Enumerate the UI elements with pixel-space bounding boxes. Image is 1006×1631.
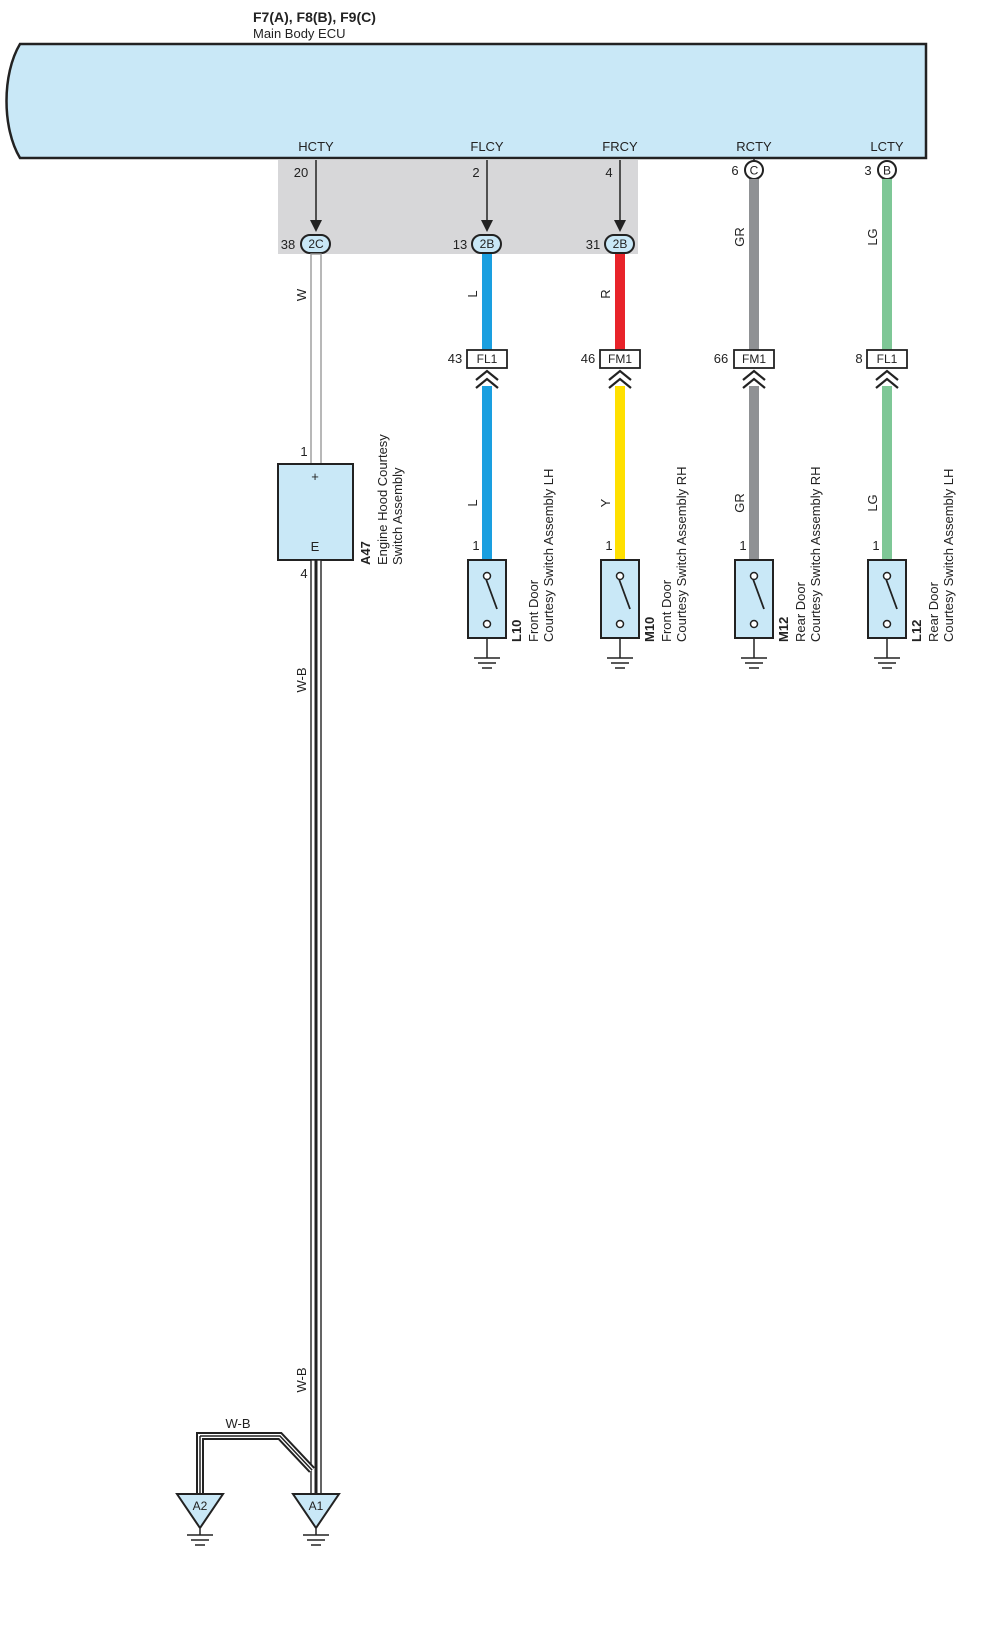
pin-rcty-ecu: 6 — [731, 163, 738, 178]
a47-name-line2: Switch Assembly — [390, 467, 405, 565]
wire-label-hcty-wb-upper: W-B — [294, 667, 309, 692]
signal-rcty: RCTY — [736, 139, 772, 154]
connector-2b-frcy-label: 2B — [613, 237, 628, 251]
pin-rcty-inline: 66 — [714, 351, 728, 366]
inline-connector-fm1-rcty — [733, 349, 775, 369]
pin-flcy-jb: 13 — [453, 237, 467, 252]
m10-code: M10 — [642, 617, 657, 642]
inline-connector-fm1-frcy-label: FM1 — [608, 352, 632, 366]
switch-m10 — [600, 559, 640, 639]
l12-name-line1: Rear Door — [926, 581, 941, 642]
pin-flcy-ecu: 2 — [472, 165, 479, 180]
junction-block-area — [278, 160, 638, 254]
connector-2b-frcy — [604, 234, 635, 254]
wire-label-hcty-w: W — [294, 288, 309, 301]
switch-m12 — [734, 559, 774, 639]
connector-2c — [300, 234, 331, 254]
pin-hcty-jb: 38 — [281, 237, 295, 252]
a47-name-line1: Engine Hood Courtesy — [375, 434, 390, 565]
wire-label-lcty-upper: LG — [865, 228, 880, 245]
wire-frcy-upper — [615, 254, 625, 350]
l12-name-line2: Courtesy Switch Assembly LH — [941, 469, 956, 642]
pin-hcty-ecu: 20 — [294, 165, 308, 180]
l10-name-line1: Front Door — [526, 579, 541, 642]
wire-label-frcy-lower: Y — [598, 498, 613, 507]
wire-label-frcy-upper: R — [598, 289, 613, 298]
ecu-connector-codes: F7(A), F8(B), F9(C) — [253, 9, 376, 25]
inline-connector-fl1-flcy-label: FL1 — [477, 352, 498, 366]
pin-frcy-ecu: 4 — [605, 165, 612, 180]
switch-l12 — [867, 559, 907, 639]
wire-flcy-lower — [482, 386, 492, 560]
main-body-ecu — [5, 42, 928, 160]
wire-label-flcy-upper: L — [465, 290, 480, 297]
wire-lcty-upper — [882, 179, 892, 350]
a47-e-terminal: E — [311, 539, 320, 554]
connector-2c-label: 2C — [308, 237, 324, 251]
ecu-connector-b-label: B — [883, 164, 891, 178]
m10-name-line1: Front Door — [659, 579, 674, 642]
pin-a47-top: 1 — [300, 444, 307, 459]
ground-a1-label: A1 — [309, 1499, 324, 1513]
pin-l12: 1 — [872, 538, 879, 553]
inline-connector-fm1-rcty-label: FM1 — [742, 352, 766, 366]
wire-label-rcty-upper: GR — [732, 227, 747, 247]
signal-hcty: HCTY — [298, 139, 334, 154]
pin-lcty-inline: 8 — [855, 351, 862, 366]
wire-hcty-w — [310, 253, 322, 465]
signal-lcty: LCTY — [870, 139, 904, 154]
inline-connector-fl1-flcy — [466, 349, 508, 369]
pin-a47-bottom: 4 — [300, 566, 307, 581]
wire-label-rcty-lower: GR — [732, 493, 747, 513]
wire-rcty-lower — [749, 386, 759, 560]
wire-lcty-lower — [882, 386, 892, 560]
pin-l10: 1 — [472, 538, 479, 553]
pin-flcy-inline: 43 — [448, 351, 462, 366]
inline-connector-fl1-lcty — [866, 349, 908, 369]
wire-label-flcy-lower: L — [465, 499, 480, 506]
wire-label-ground-branch: W-B — [225, 1416, 250, 1431]
wire-rcty-upper — [749, 179, 759, 350]
connector-2b-flcy — [471, 234, 502, 254]
pin-m10: 1 — [605, 538, 612, 553]
ground-point-a1 — [291, 1493, 341, 1530]
wire-label-lcty-lower: LG — [865, 494, 880, 511]
m12-name-line1: Rear Door — [793, 581, 808, 642]
l10-name-line2: Courtesy Switch Assembly LH — [541, 469, 556, 642]
wire-label-hcty-wb-lower: W-B — [294, 1367, 309, 1392]
a47-switch-box — [277, 463, 354, 561]
ground-a2-label: A2 — [193, 1499, 208, 1513]
connector-2b-flcy-label: 2B — [480, 237, 495, 251]
pin-lcty-ecu: 3 — [864, 163, 871, 178]
signal-flcy: FLCY — [470, 139, 504, 154]
wire-flcy-upper — [482, 254, 492, 350]
m12-code: M12 — [776, 617, 791, 642]
pin-m12: 1 — [739, 538, 746, 553]
a47-code: A47 — [358, 541, 373, 565]
ecu-connector-c-label: C — [750, 164, 759, 178]
pin-frcy-inline: 46 — [581, 351, 595, 366]
pin-frcy-jb: 31 — [586, 237, 600, 252]
l12-code: L12 — [909, 620, 924, 642]
signal-frcy: FRCY — [602, 139, 638, 154]
m10-name-line2: Courtesy Switch Assembly RH — [674, 466, 689, 642]
ecu-name: Main Body ECU — [253, 26, 345, 41]
switch-l10 — [467, 559, 507, 639]
wire-frcy-lower — [615, 386, 625, 560]
a47-plus-terminal: + — [311, 469, 319, 484]
l10-code: L10 — [509, 620, 524, 642]
ground-point-a2 — [175, 1493, 225, 1530]
inline-connector-fm1-frcy — [599, 349, 641, 369]
m12-name-line2: Courtesy Switch Assembly RH — [808, 466, 823, 642]
wire-ground-branch — [196, 1432, 315, 1494]
inline-connector-fl1-lcty-label: FL1 — [877, 352, 898, 366]
